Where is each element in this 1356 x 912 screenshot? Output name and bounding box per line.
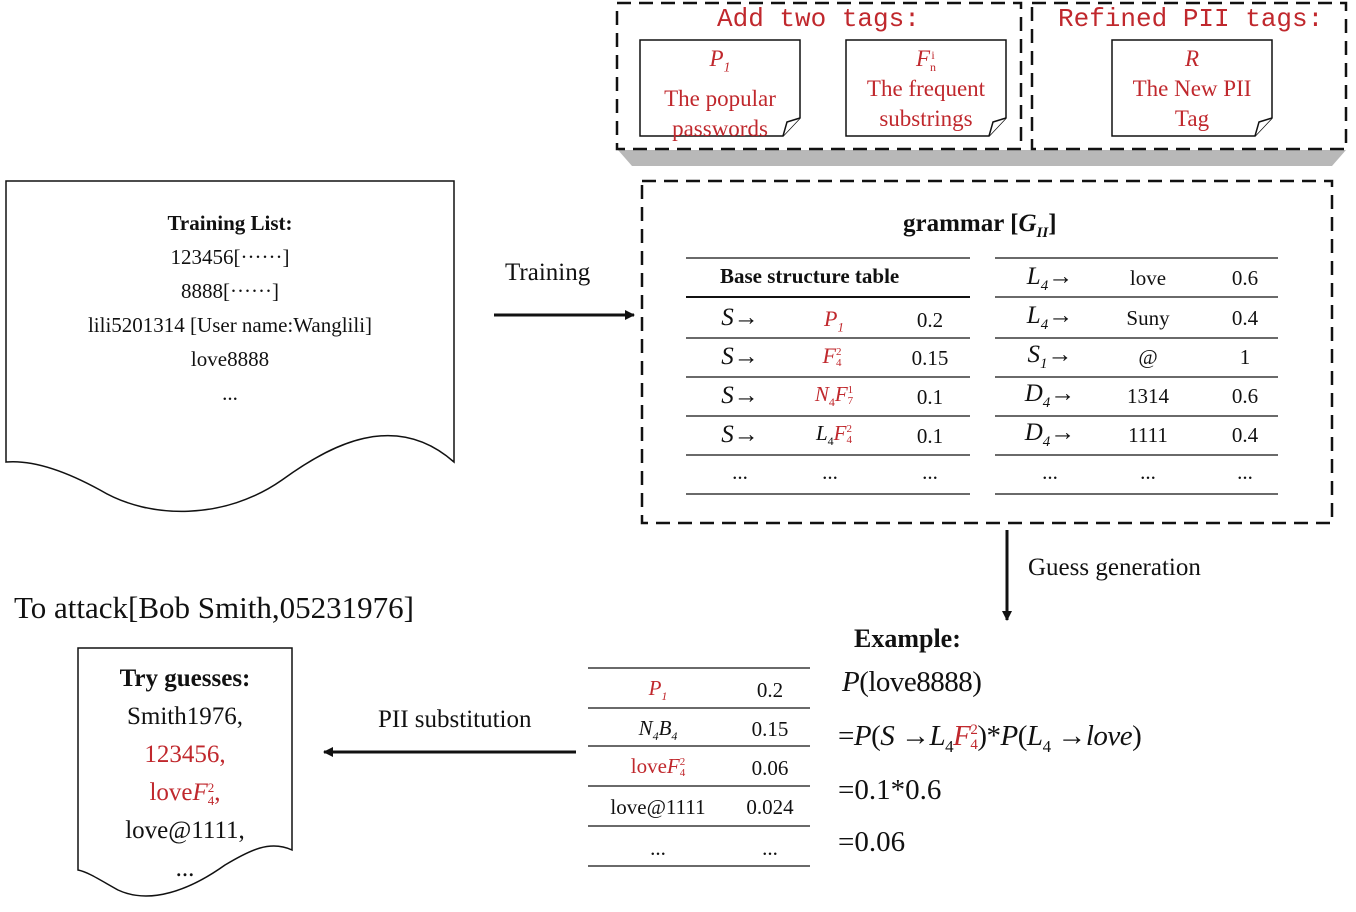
attack-target-label: To attack[Bob Smith,05231976]: [14, 590, 414, 625]
example-line1: P(love8888): [842, 666, 982, 698]
base-lhs: S→: [721, 343, 759, 370]
training-line: love8888: [190, 347, 270, 371]
tags-box-shadow: [618, 150, 1346, 166]
training-line: 123456[······]: [170, 245, 290, 269]
guess-prob: ...: [762, 836, 778, 860]
training-line: ...: [222, 381, 238, 405]
r-symbol: R: [1184, 46, 1200, 71]
guess-line: 123456,: [144, 741, 226, 768]
grammar-box: [640, 179, 1334, 525]
term-prob: 0.6: [1231, 266, 1259, 290]
add-tags-box: [615, 1, 1023, 151]
base-rhs: ...: [822, 460, 838, 484]
term-lhs: L4→: [1026, 302, 1074, 333]
term-rhs: ...: [1140, 460, 1156, 484]
term-rhs: 1111: [1128, 423, 1168, 447]
pii-substitution-label: PII substitution: [378, 706, 532, 733]
term-rhs: love: [1129, 266, 1167, 290]
refined-tags-box: [1030, 1, 1348, 151]
training-line: 8888[······]: [181, 279, 279, 303]
term-prob: 0.4: [1231, 306, 1259, 330]
fn-line2: substrings: [879, 106, 973, 131]
example-title: Example:: [854, 624, 961, 653]
term-lhs: D4→: [1024, 380, 1076, 411]
training-arrow-label: Training: [505, 259, 591, 286]
term-lhs: ...: [1042, 460, 1058, 484]
try-guesses-title: Try guesses:: [119, 665, 251, 692]
training-line: lili5201314 [User name:Wanglili]: [87, 313, 373, 337]
base-prob: 0.2: [916, 308, 944, 332]
term-rhs: 1314: [1127, 384, 1169, 408]
base-lhs: S→: [721, 382, 759, 409]
p1-note-text: P1 The popular passwords: [640, 44, 800, 144]
base-prob: 0.1: [916, 385, 944, 409]
base-lhs: S→: [721, 304, 759, 331]
guess-struct: love@1111: [610, 795, 706, 819]
training-doc-shape: [5, 180, 455, 513]
base-prob: ...: [922, 460, 938, 484]
term-lhs: S1→: [1027, 341, 1073, 372]
p1-line1: The popular: [664, 85, 776, 111]
guess-struct: P1: [648, 676, 668, 704]
training-list-title: Training List:: [167, 211, 293, 235]
refined-tags-title: Refined PII tags:: [1058, 4, 1324, 34]
guess-struct: ...: [650, 836, 666, 860]
base-table-lines: [686, 257, 970, 495]
term-rhs: Suny: [1126, 306, 1170, 330]
guess-prob: 0.15: [751, 717, 789, 741]
base-structure-header: Base structure table: [720, 264, 900, 288]
guess-line: Smith1976,: [127, 703, 243, 730]
r-line1: The New PII: [1132, 76, 1252, 101]
guess-line: love@1111,: [125, 817, 245, 844]
p1-symbol: P1: [709, 46, 731, 76]
base-lhs: S→: [721, 421, 759, 448]
r-note-text: R The New PII Tag: [1112, 44, 1272, 134]
term-prob: 1: [1239, 345, 1251, 369]
term-table-lines: [995, 257, 1278, 495]
term-prob: 0.4: [1231, 423, 1259, 447]
guess-generation-label: Guess generation: [1028, 554, 1201, 581]
base-rhs: P1: [824, 306, 844, 335]
add-tags-title: Add two tags:: [717, 4, 920, 34]
guess-prob: 0.024: [746, 795, 794, 819]
guess-table-lines: [588, 667, 810, 867]
term-prob: ...: [1237, 460, 1253, 484]
term-lhs: L4→: [1026, 263, 1074, 294]
term-rhs: @: [1138, 345, 1158, 369]
base-prob: 0.1: [916, 424, 944, 448]
example-line4: =0.06: [838, 826, 906, 858]
term-lhs: D4→: [1024, 419, 1076, 450]
training-list: Training List: 123456[······] 8888[·····…: [6, 206, 454, 410]
guess-prob: 0.06: [751, 756, 789, 780]
base-lhs: ...: [732, 460, 748, 484]
fn-line1: The frequent: [866, 76, 986, 101]
r-line2: Tag: [1174, 106, 1210, 131]
term-prob: 0.6: [1231, 384, 1259, 408]
guess-prob: 0.2: [756, 678, 784, 702]
grammar-title: grammar [GII]: [903, 210, 1057, 241]
p1-line2: passwords: [672, 115, 768, 141]
guesses-doc-shape: [77, 647, 293, 897]
guess-struct: N4B4: [638, 716, 678, 744]
base-prob: 0.15: [911, 346, 949, 370]
example-line3: =0.1*0.6: [838, 774, 942, 806]
guess-line: ...: [175, 855, 195, 882]
